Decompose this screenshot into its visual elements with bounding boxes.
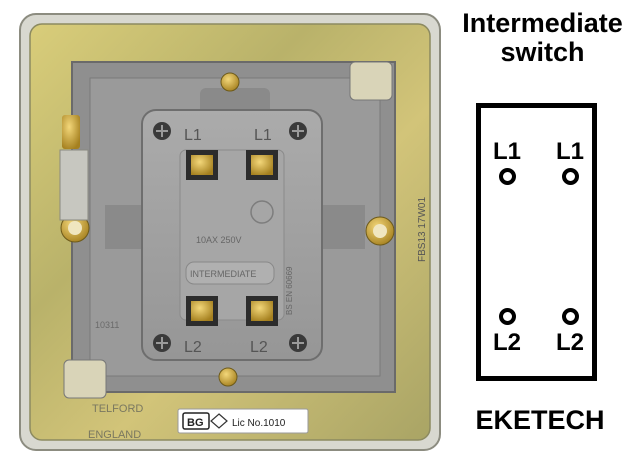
diagram-terminal-hole-top-right [562, 168, 579, 185]
diagram-terminal-hole-bottom-right [562, 308, 579, 325]
fixing-hole-right-center [373, 224, 387, 238]
diagram-terminal-label-bottom-left: L2 [493, 329, 522, 356]
earth-bracket [59, 149, 89, 221]
corner-clip-top-right [349, 61, 393, 101]
mark-maker-1: TELFORD [92, 403, 143, 415]
mark-rating: 10AX 250V [196, 235, 242, 245]
mark-side: FBS13 17W01 [417, 197, 428, 262]
licence-label [177, 408, 309, 434]
mark-center: INTERMEDIATE [190, 269, 256, 279]
corner-clip-bottom-left [63, 359, 107, 399]
brand-name: EKETECH [475, 405, 605, 435]
mark-l1-right: L1 [254, 127, 272, 144]
mark-center-plate [185, 261, 275, 285]
licence-text: Lic No.1010 [232, 418, 286, 429]
mark-maker-2: ENGLAND [88, 429, 141, 441]
ce-mark-icon [250, 200, 274, 224]
diagram-title-line1: Intermediate [462, 8, 623, 38]
terminal-brass [251, 155, 273, 175]
terminal-brass [191, 155, 213, 175]
mark-l2-right: L2 [250, 339, 268, 356]
module-screw-slot [156, 337, 168, 349]
diagram-terminal-label-top-right: L1 [556, 138, 585, 165]
brass-screw-top [220, 72, 240, 92]
diagram-title-line2: switch [500, 37, 585, 67]
module-screw-slot [292, 125, 304, 137]
kitemark-icon [210, 413, 228, 429]
mark-code: 10311 [95, 320, 119, 330]
diagram-terminal-label-top-left: L1 [493, 138, 522, 165]
mark-l2-left: L2 [184, 339, 202, 356]
diagram-terminal-hole-bottom-left [499, 308, 516, 325]
terminal-diagram: L1 L1 L2 L2 [476, 103, 597, 381]
fixing-hole-left-center [68, 221, 82, 235]
earth-terminal [62, 115, 80, 149]
terminal-brass [191, 301, 213, 321]
diagram-terminal-label-bottom-right: L2 [556, 329, 585, 356]
mark-l1-left: L1 [184, 127, 202, 144]
module-screw-slot [292, 337, 304, 349]
diagram-terminal-hole-top-left [499, 168, 516, 185]
mark-standard: BS EN 60669 [285, 266, 294, 315]
brass-screw-bottom [218, 367, 238, 387]
module-screw-slot [156, 125, 168, 137]
bg-logo-text: BG [187, 417, 204, 429]
switch-photo: L1 L1 L2 L2 10AX 250V INTERMEDIATE BS EN… [19, 13, 441, 451]
terminal-brass [251, 301, 273, 321]
bg-logo-icon [182, 412, 210, 430]
